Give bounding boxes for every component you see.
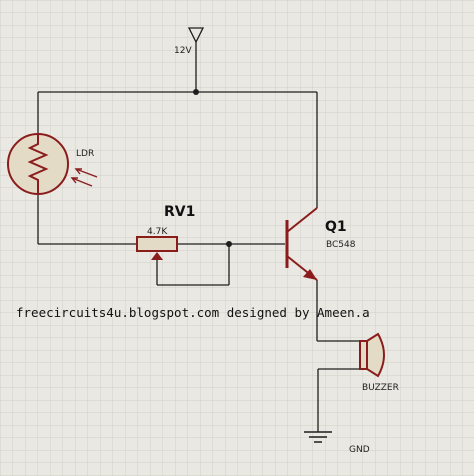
q1-label: Q1: [325, 219, 347, 235]
q1-collector-lead: [286, 207, 318, 233]
supply-terminal: 12V: [174, 27, 205, 56]
rv1-value: 4.7K: [147, 227, 168, 237]
rv1-body: [136, 236, 178, 252]
ldr-label: LDR: [76, 149, 94, 159]
buzzer-bell-icon: [366, 332, 385, 378]
credit-text: freecircuits4u.blogspot.com designed by …: [16, 305, 370, 320]
buzzer-label: BUZZER: [362, 383, 399, 393]
junction-dot-top: [193, 89, 199, 95]
transistor-q1: Q1 BC548: [285, 207, 356, 281]
potentiometer-rv1: RV1 4.7K: [136, 204, 195, 260]
junction-dot-base: [226, 241, 232, 247]
ldr-component: LDR: [7, 133, 98, 195]
rv1-wiper-arrow-icon: [151, 252, 163, 260]
ldr-resistor-zigzag: [27, 134, 49, 194]
supply-arrow-icon: [187, 27, 205, 44]
rv1-label: RV1: [164, 204, 195, 220]
buzzer-body: [359, 340, 368, 370]
ground-symbol-icon: [304, 431, 332, 443]
q1-part-number: BC548: [326, 240, 356, 250]
ldr-light-arrows-icon: [70, 168, 98, 187]
ground-label: GND: [349, 445, 370, 455]
q1-emitter-arrow-icon: [303, 269, 317, 280]
supply-label: 12V: [174, 46, 192, 56]
buzzer-component: BUZZER: [359, 332, 399, 393]
